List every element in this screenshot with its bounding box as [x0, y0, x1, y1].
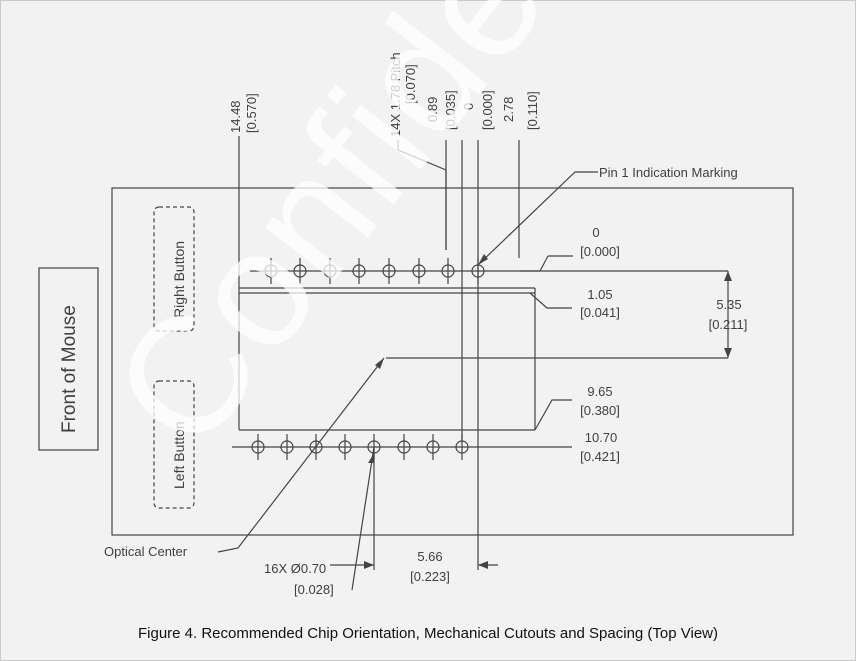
dim-14-48: 14.48	[228, 100, 243, 133]
bottom-pin-row	[251, 434, 469, 460]
pin-bottom-2	[280, 434, 294, 460]
dim-r-9-65: 9.65	[587, 384, 612, 399]
pin-top-6	[412, 258, 426, 284]
pin-top-4	[352, 258, 366, 284]
right-button-label: Right Button	[171, 241, 187, 318]
left-button-label: Left Button	[171, 421, 187, 489]
dim-2-78-inch: [0.110]	[525, 91, 540, 130]
left-button-box	[153, 380, 195, 509]
front-of-mouse-box	[38, 267, 99, 451]
dim-16x-inch: [0.028]	[294, 582, 334, 597]
pin1-label: Pin 1 Indication Marking	[599, 165, 738, 180]
dim-pitch-inch: [0.070]	[403, 64, 418, 104]
pin-top-1	[264, 258, 278, 284]
dim-r-0: 0	[592, 225, 599, 240]
pin-bottom-1	[251, 434, 265, 460]
dim-0-inch: [0.000]	[480, 90, 495, 130]
front-of-mouse-label: Front of Mouse	[59, 305, 80, 433]
figure-caption: Figure 4. Recommended Chip Orientation, …	[137, 625, 719, 642]
top-pin-row	[264, 258, 485, 284]
dim-r-10-70: 10.70	[585, 430, 618, 445]
pin-bottom-4	[338, 434, 352, 460]
dim-5-66-inch: [0.223]	[410, 569, 450, 584]
dim-r-9-65-inch: [0.380]	[580, 403, 620, 418]
right-button-box	[153, 206, 195, 332]
pin-top-5	[382, 258, 396, 284]
dim-0-89-inch: [0.035]	[443, 90, 458, 130]
pin-top-2	[293, 258, 307, 284]
dim-0-89: 0.89	[425, 97, 440, 122]
dim-2-78: 2.78	[501, 97, 516, 122]
dim-r-1-05: 1.05	[587, 287, 612, 302]
dim-r-10-70-inch: [0.421]	[580, 449, 620, 464]
dim-r-1-05-inch: [0.041]	[580, 305, 620, 320]
dim-r-5-35: 5.35	[716, 297, 741, 312]
dim-5-66: 5.66	[417, 549, 442, 564]
pin-top-3	[323, 258, 337, 284]
dim-14-48-inch: [0.570]	[244, 93, 259, 133]
dim-pitch: 14X 1.78 Pitch	[388, 52, 403, 137]
pin-bottom-3	[309, 434, 323, 460]
dim-r-5-35-inch: [0.211]	[709, 317, 748, 332]
pin-bottom-7	[426, 434, 440, 460]
pin-top-7	[441, 258, 455, 284]
pin-bottom-6	[397, 434, 411, 460]
dim-0: 0	[461, 103, 476, 110]
dim-16x: 16X Ø0.70	[264, 561, 326, 576]
optical-center-label: Optical Center	[104, 544, 188, 559]
dim-r-0-inch: [0.000]	[580, 244, 620, 259]
mouse-outline	[111, 187, 794, 536]
pin-bottom-8	[455, 434, 469, 460]
